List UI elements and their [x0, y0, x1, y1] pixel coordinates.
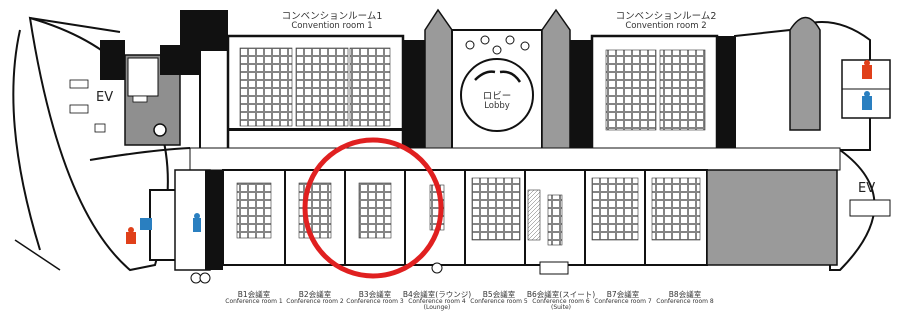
- room-name-jp: B8会議室: [668, 290, 702, 299]
- wall: [717, 36, 735, 150]
- room-name-jp: B5会議室: [482, 290, 516, 299]
- room-name-jp: B2会議室: [298, 290, 332, 299]
- room-name-en: Conference room 5: [470, 297, 528, 305]
- room-name-jp: B6会議室(スイート): [526, 290, 596, 299]
- male-restroom-icon: [862, 91, 872, 110]
- conference-room-b6-label: B6会議室(スイート) Conference room 6 (Suite): [521, 291, 601, 311]
- conference-room-b4-label: B4会議室(ラウンジ) Conference room 4 (Lounge): [397, 291, 477, 311]
- room-name-en: Conference room 3: [346, 297, 404, 305]
- convention-room-2-en: Convention room 2: [625, 20, 707, 31]
- room-name-en: Conference room 6: [532, 297, 590, 305]
- room-name-en: Conference room 8: [656, 297, 714, 305]
- conference-room-b5-label: B5会議室 Conference room 5: [459, 291, 539, 305]
- east-wing: [734, 16, 891, 271]
- pillar-core: [424, 8, 453, 151]
- room-name-en: Conference room 1: [225, 297, 283, 305]
- lobby[interactable]: [451, 29, 543, 151]
- lobby-label: ロビー Lobby: [467, 92, 527, 111]
- wall: [403, 40, 425, 150]
- room-name-en: Conference room 7: [594, 297, 652, 305]
- convention-room-2[interactable]: [590, 34, 719, 152]
- conference-room-b7-label: B7会議室 Conference room 7: [583, 291, 663, 305]
- room-name-en: Conference room 4: [408, 297, 466, 305]
- wall: [570, 40, 592, 150]
- convention-room-1[interactable]: [226, 34, 405, 152]
- room-name-sub: (Suite): [550, 304, 571, 312]
- room-name-jp: B1会議室: [237, 290, 271, 299]
- room-name-sub: (Lounge): [423, 304, 451, 312]
- lobby-en: Lobby: [484, 100, 510, 111]
- female-restroom-icon: [862, 60, 872, 79]
- room-name-jp: B3会議室: [358, 290, 392, 299]
- corridor: [189, 147, 841, 171]
- restroom-icons: [126, 60, 872, 244]
- convention-room-2-jp: コンベンションルーム2: [615, 11, 717, 22]
- room-name-jp: B7会議室: [606, 290, 640, 299]
- conference-room-b3-label: B3会議室 Conference room 3: [335, 291, 415, 305]
- room-name-en: Conference room 2: [286, 297, 344, 305]
- convention-room-1-en: Convention room 1: [291, 20, 373, 31]
- highlight-circle: [302, 137, 444, 279]
- elevator-label-east: EV: [858, 181, 876, 196]
- convention-room-2-label: コンベンションルーム2 Convention room 2: [596, 12, 736, 31]
- west-core: [69, 10, 229, 151]
- female-restroom-icon: [126, 227, 136, 244]
- conference-room-b1-label: B1会議室 Conference room 1: [214, 291, 294, 305]
- west-service: [149, 169, 223, 284]
- male-restroom-icon: [193, 213, 201, 232]
- convention-room-1-label: コンベンションルーム1 Convention room 1: [262, 12, 402, 31]
- convention-room-1-jp: コンベンションルーム1: [281, 11, 383, 22]
- conference-rooms: [222, 169, 838, 275]
- lobby-jp: ロビー: [482, 91, 512, 102]
- room-name-jp: B4会議室(ラウンジ): [402, 290, 472, 299]
- accessible-icon: [140, 218, 152, 230]
- conference-room-b8-label: B8会議室 Conference room 8: [645, 291, 725, 305]
- elevator-label-west: EV: [96, 90, 114, 105]
- conference-room-b2-label: B2会議室 Conference room 2: [275, 291, 355, 305]
- pillar-core: [541, 8, 571, 151]
